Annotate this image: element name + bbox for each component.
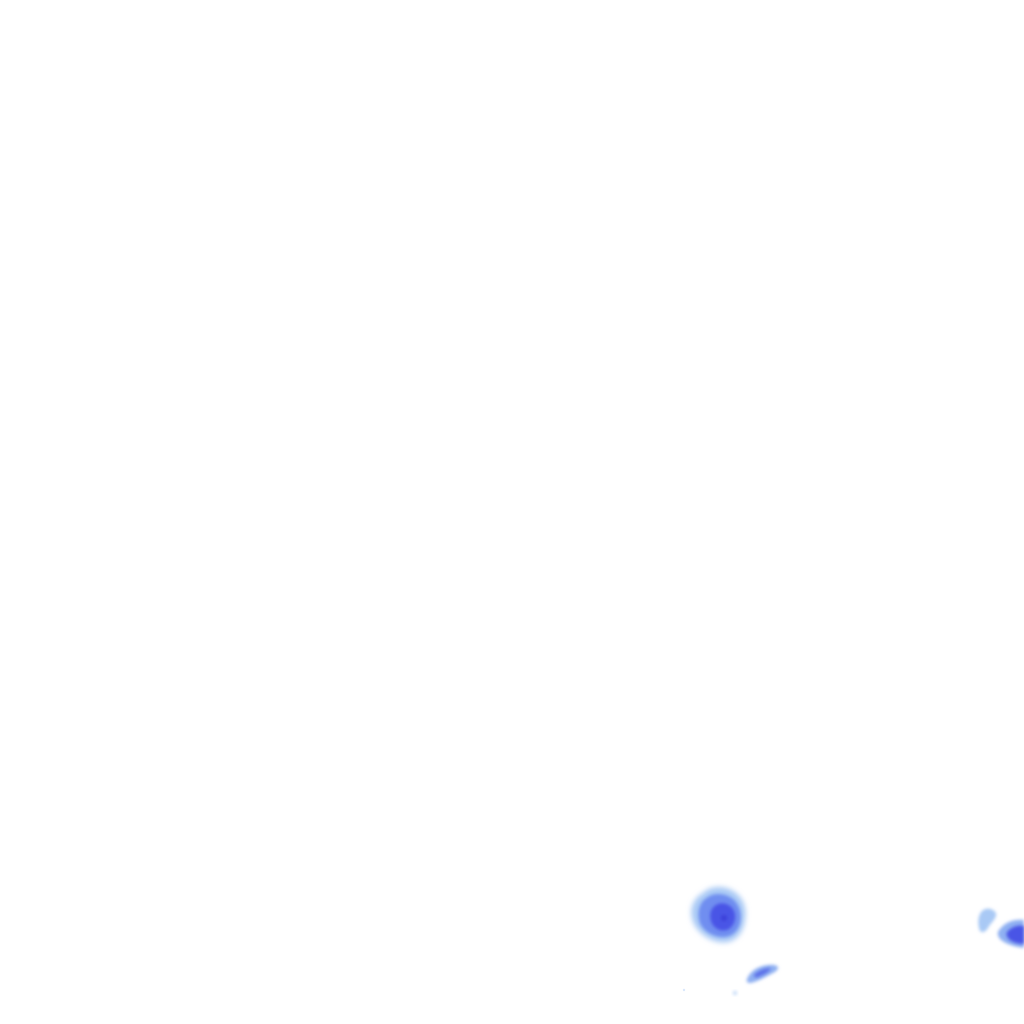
precipitation-cell-large-speck	[721, 915, 727, 921]
precipitation-cell-edge-wisp	[978, 908, 997, 933]
precipitation-cell-large	[691, 886, 746, 943]
precipitation-speck	[732, 990, 738, 996]
precipitation-speck	[682, 988, 686, 992]
precipitation-streak-small	[746, 964, 779, 983]
precipitation-cell-edge-core	[1006, 925, 1024, 944]
precipitation-streak-small-core	[754, 968, 771, 978]
precipitation-cell-edge	[978, 908, 1024, 948]
